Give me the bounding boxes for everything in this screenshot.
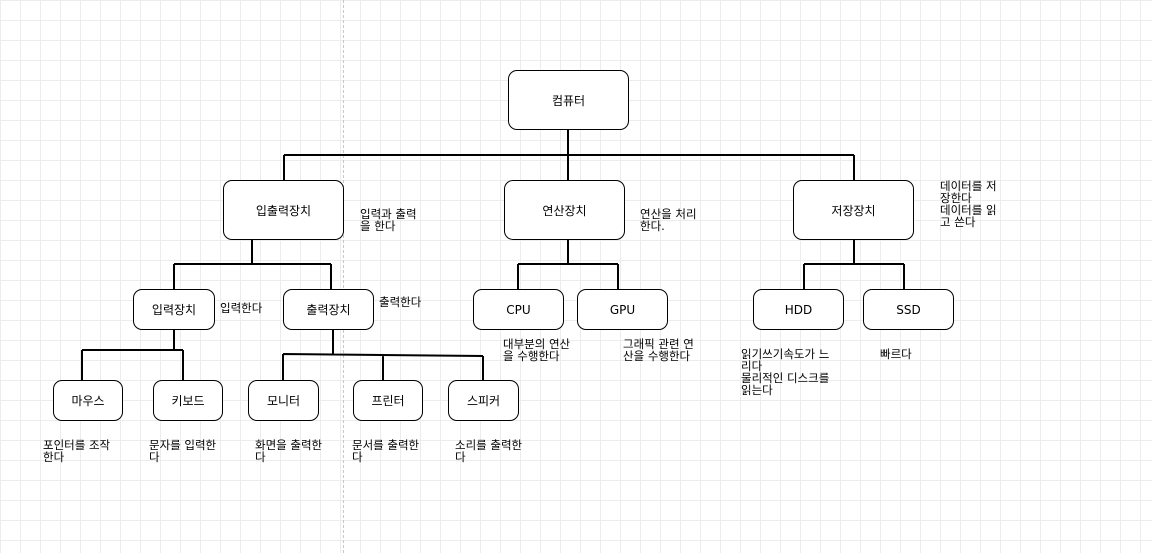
node-label: 저장장치 (831, 203, 876, 218)
note-hdd: 읽기쓰기속도가 느 리다 물리적인 디스크를 읽는다 (741, 347, 830, 397)
node-ssd[interactable]: SSD (863, 289, 954, 330)
node-storage-device[interactable]: 저장장치 (793, 180, 914, 240)
node-label: 프린터 (371, 394, 405, 408)
node-cpu[interactable]: CPU (473, 289, 564, 330)
node-label: 입출력장치 (255, 203, 312, 218)
node-label: 컴퓨터 (551, 93, 586, 108)
edge-io-children (173, 240, 332, 289)
node-keyboard[interactable]: 키보드 (153, 380, 223, 421)
node-label: 입력장치 (151, 303, 197, 317)
note-monitor: 화면을 출력한 다 (255, 438, 323, 464)
node-input-device[interactable]: 입력장치 (133, 289, 215, 330)
node-label: 키보드 (171, 394, 205, 408)
edge-compute-children (517, 240, 619, 289)
node-io-device[interactable]: 입출력장치 (223, 180, 344, 240)
node-hdd[interactable]: HDD (753, 289, 844, 330)
node-label: 마우스 (71, 394, 105, 408)
node-label: 모니터 (266, 394, 301, 408)
node-label: 스피커 (466, 394, 501, 408)
page-guide-line (343, 0, 344, 553)
note-mouse: 포인터를 조작 한다 (43, 438, 111, 464)
node-printer[interactable]: 프린터 (353, 380, 423, 421)
note-output-device: 출력한다 (379, 295, 422, 309)
note-speaker: 소리를 출력한 다 (455, 438, 523, 464)
edge-computer-children (283, 130, 855, 180)
edge-output-children (282, 330, 484, 380)
node-compute-device[interactable]: 연산장치 (504, 180, 625, 240)
note-ssd: 빠르다 (880, 347, 912, 361)
node-monitor[interactable]: 모니터 (248, 380, 319, 421)
node-computer[interactable]: 컴퓨터 (508, 70, 629, 130)
note-compute-device: 연산을 처리 한다. (640, 207, 697, 233)
note-printer: 문서를 출력한 다 (352, 438, 420, 464)
node-mouse[interactable]: 마우스 (53, 380, 123, 421)
note-storage-device: 데이터를 저 장한다 데이터를 읽 고 쓴다 (940, 179, 997, 229)
node-speaker[interactable]: 스피커 (448, 380, 519, 421)
node-output-device[interactable]: 출력장치 (283, 289, 374, 330)
note-input-device: 입력한다 (220, 301, 263, 315)
node-label: HDD (784, 302, 813, 317)
edge-storage-children (803, 240, 905, 289)
note-gpu: 그래픽 관련 연 산을 수행한다 (623, 337, 694, 363)
edge-input-children (81, 330, 184, 380)
node-gpu[interactable]: GPU (577, 289, 668, 330)
node-label: GPU (609, 302, 636, 317)
note-keyboard: 문자를 입력한 다 (149, 438, 217, 464)
node-label: 연산장치 (542, 203, 587, 218)
node-label: 출력장치 (306, 303, 351, 317)
node-label: SSD (896, 302, 921, 317)
note-cpu: 대부분의 연산 을 수행한다 (503, 337, 571, 363)
note-io-device: 입력과 출력 을 한다 (360, 207, 417, 233)
node-label: CPU (506, 302, 531, 317)
